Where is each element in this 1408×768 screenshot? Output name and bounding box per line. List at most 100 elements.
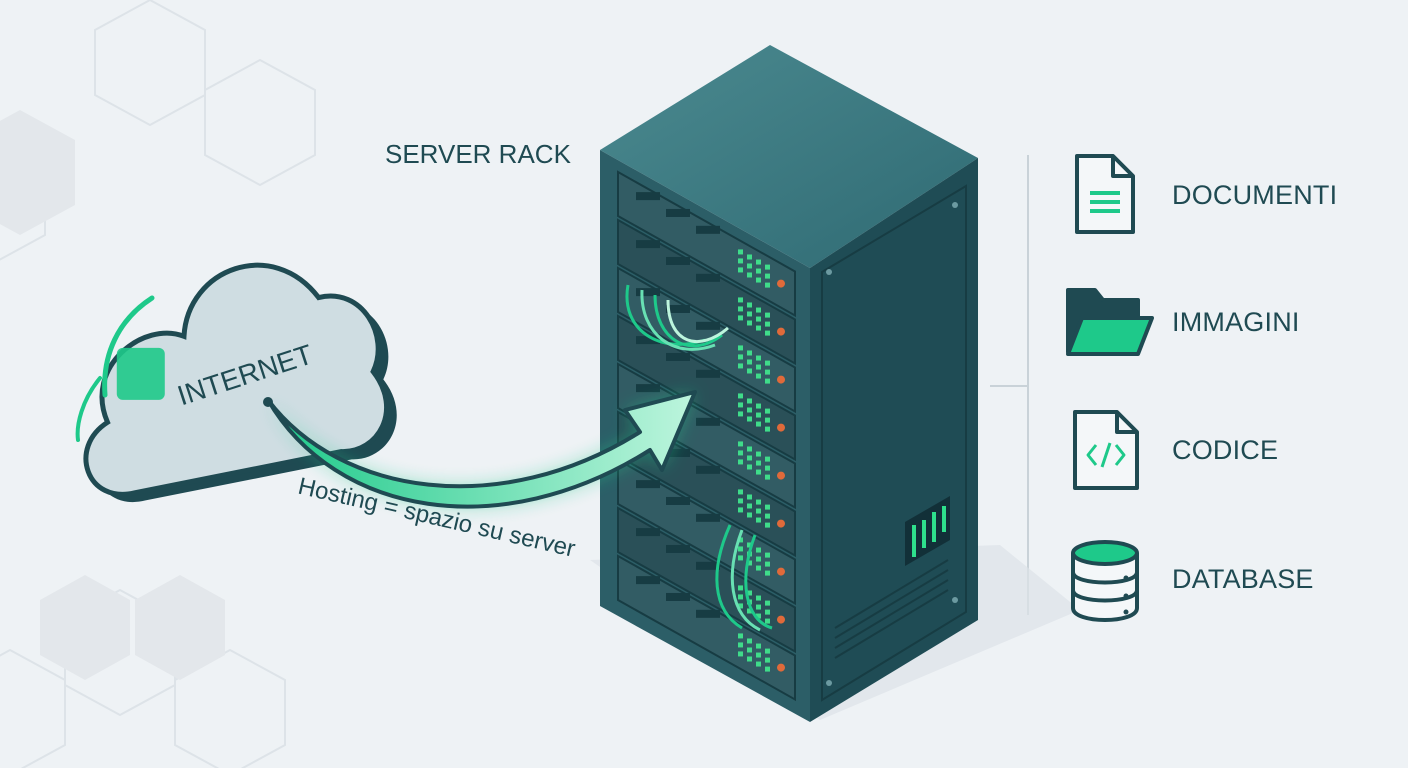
- status-led: [756, 517, 761, 523]
- status-led: [738, 249, 743, 255]
- status-led: [738, 450, 743, 456]
- server-unit: [617, 170, 796, 318]
- status-led: [738, 267, 743, 273]
- status-led: [756, 355, 761, 361]
- status-led: [756, 421, 761, 427]
- status-led: [756, 460, 761, 466]
- network-cables: [625, 284, 773, 632]
- status-led: [738, 363, 743, 369]
- status-led: [756, 595, 761, 601]
- status-led: [765, 570, 770, 576]
- background-hexagons-filled: [0, 110, 225, 680]
- server-unit: [617, 506, 796, 654]
- drive-bay: [636, 480, 660, 489]
- status-led: [747, 254, 752, 260]
- code-file-icon: [1073, 410, 1139, 490]
- power-indicator: [777, 327, 785, 336]
- status-led: [765, 657, 770, 663]
- server-unit: [617, 314, 796, 462]
- status-led: [756, 556, 761, 562]
- status-led: [765, 465, 770, 471]
- category-label-documenti: DOCUMENTI: [1172, 180, 1337, 210]
- status-led: [765, 312, 770, 318]
- status-led: [756, 652, 761, 658]
- status-led: [738, 651, 743, 657]
- status-led: [756, 412, 761, 418]
- status-led: [765, 360, 770, 366]
- status-led: [765, 561, 770, 567]
- rack-side: [810, 158, 978, 722]
- status-led: [756, 259, 761, 265]
- status-led: [756, 451, 761, 457]
- status-led: [765, 552, 770, 558]
- status-led: [765, 456, 770, 462]
- status-led: [738, 537, 743, 543]
- status-led: [738, 297, 743, 303]
- signal-arc-inner: [75, 376, 102, 442]
- status-led: [756, 325, 761, 331]
- drive-bay: [666, 544, 690, 553]
- status-led: [738, 393, 743, 399]
- drive-bay: [636, 192, 660, 201]
- status-led: [738, 498, 743, 504]
- status-led: [747, 320, 752, 326]
- status-led: [747, 542, 752, 548]
- status-led: [747, 455, 752, 461]
- status-led: [738, 507, 743, 513]
- drive-bay: [696, 321, 720, 330]
- status-led: [765, 321, 770, 327]
- power-indicator: [777, 471, 785, 480]
- rack-side-panel: [821, 184, 967, 702]
- drive-bay: [636, 336, 660, 345]
- status-led: [747, 302, 752, 308]
- status-led: [756, 499, 761, 505]
- status-led: [765, 282, 770, 288]
- status-led: [738, 354, 743, 360]
- internet-cloud: INTERNET: [75, 262, 397, 503]
- status-led: [747, 503, 752, 509]
- drive-bay: [696, 273, 720, 282]
- status-led: [747, 407, 752, 413]
- status-led: [765, 600, 770, 606]
- status-led: [765, 426, 770, 432]
- drive-bay: [666, 496, 690, 505]
- category-label-database: DATABASE: [1172, 564, 1314, 594]
- status-led: [756, 604, 761, 610]
- status-led: [747, 263, 752, 269]
- status-led: [756, 547, 761, 553]
- status-led: [747, 464, 752, 470]
- status-led: [756, 373, 761, 379]
- hosting-arrow: [263, 390, 697, 509]
- status-led: [738, 459, 743, 465]
- status-led: [765, 264, 770, 270]
- status-led: [747, 512, 752, 518]
- drive-bay: [666, 256, 690, 265]
- drive-bay: [636, 576, 660, 585]
- status-led: [747, 416, 752, 422]
- folder-icon: [1066, 288, 1154, 356]
- status-led: [738, 594, 743, 600]
- status-led: [738, 306, 743, 312]
- status-led: [738, 633, 743, 639]
- status-led: [747, 590, 752, 596]
- drive-bay: [636, 240, 660, 249]
- rack-top: [600, 45, 978, 268]
- drive-bay: [666, 208, 690, 217]
- status-led: [738, 258, 743, 264]
- category-label-immagini: IMMAGINI: [1172, 307, 1300, 337]
- status-led: [765, 369, 770, 375]
- status-led: [747, 350, 752, 356]
- status-led: [747, 608, 752, 614]
- drive-bay: [636, 528, 660, 537]
- power-indicator: [777, 663, 785, 672]
- status-led: [765, 648, 770, 654]
- status-led: [747, 368, 752, 374]
- status-led: [738, 585, 743, 591]
- status-led: [756, 268, 761, 274]
- server-unit: [617, 218, 796, 366]
- status-led: [747, 638, 752, 644]
- drive-bay: [696, 417, 720, 426]
- status-led: [765, 330, 770, 336]
- status-led: [738, 441, 743, 447]
